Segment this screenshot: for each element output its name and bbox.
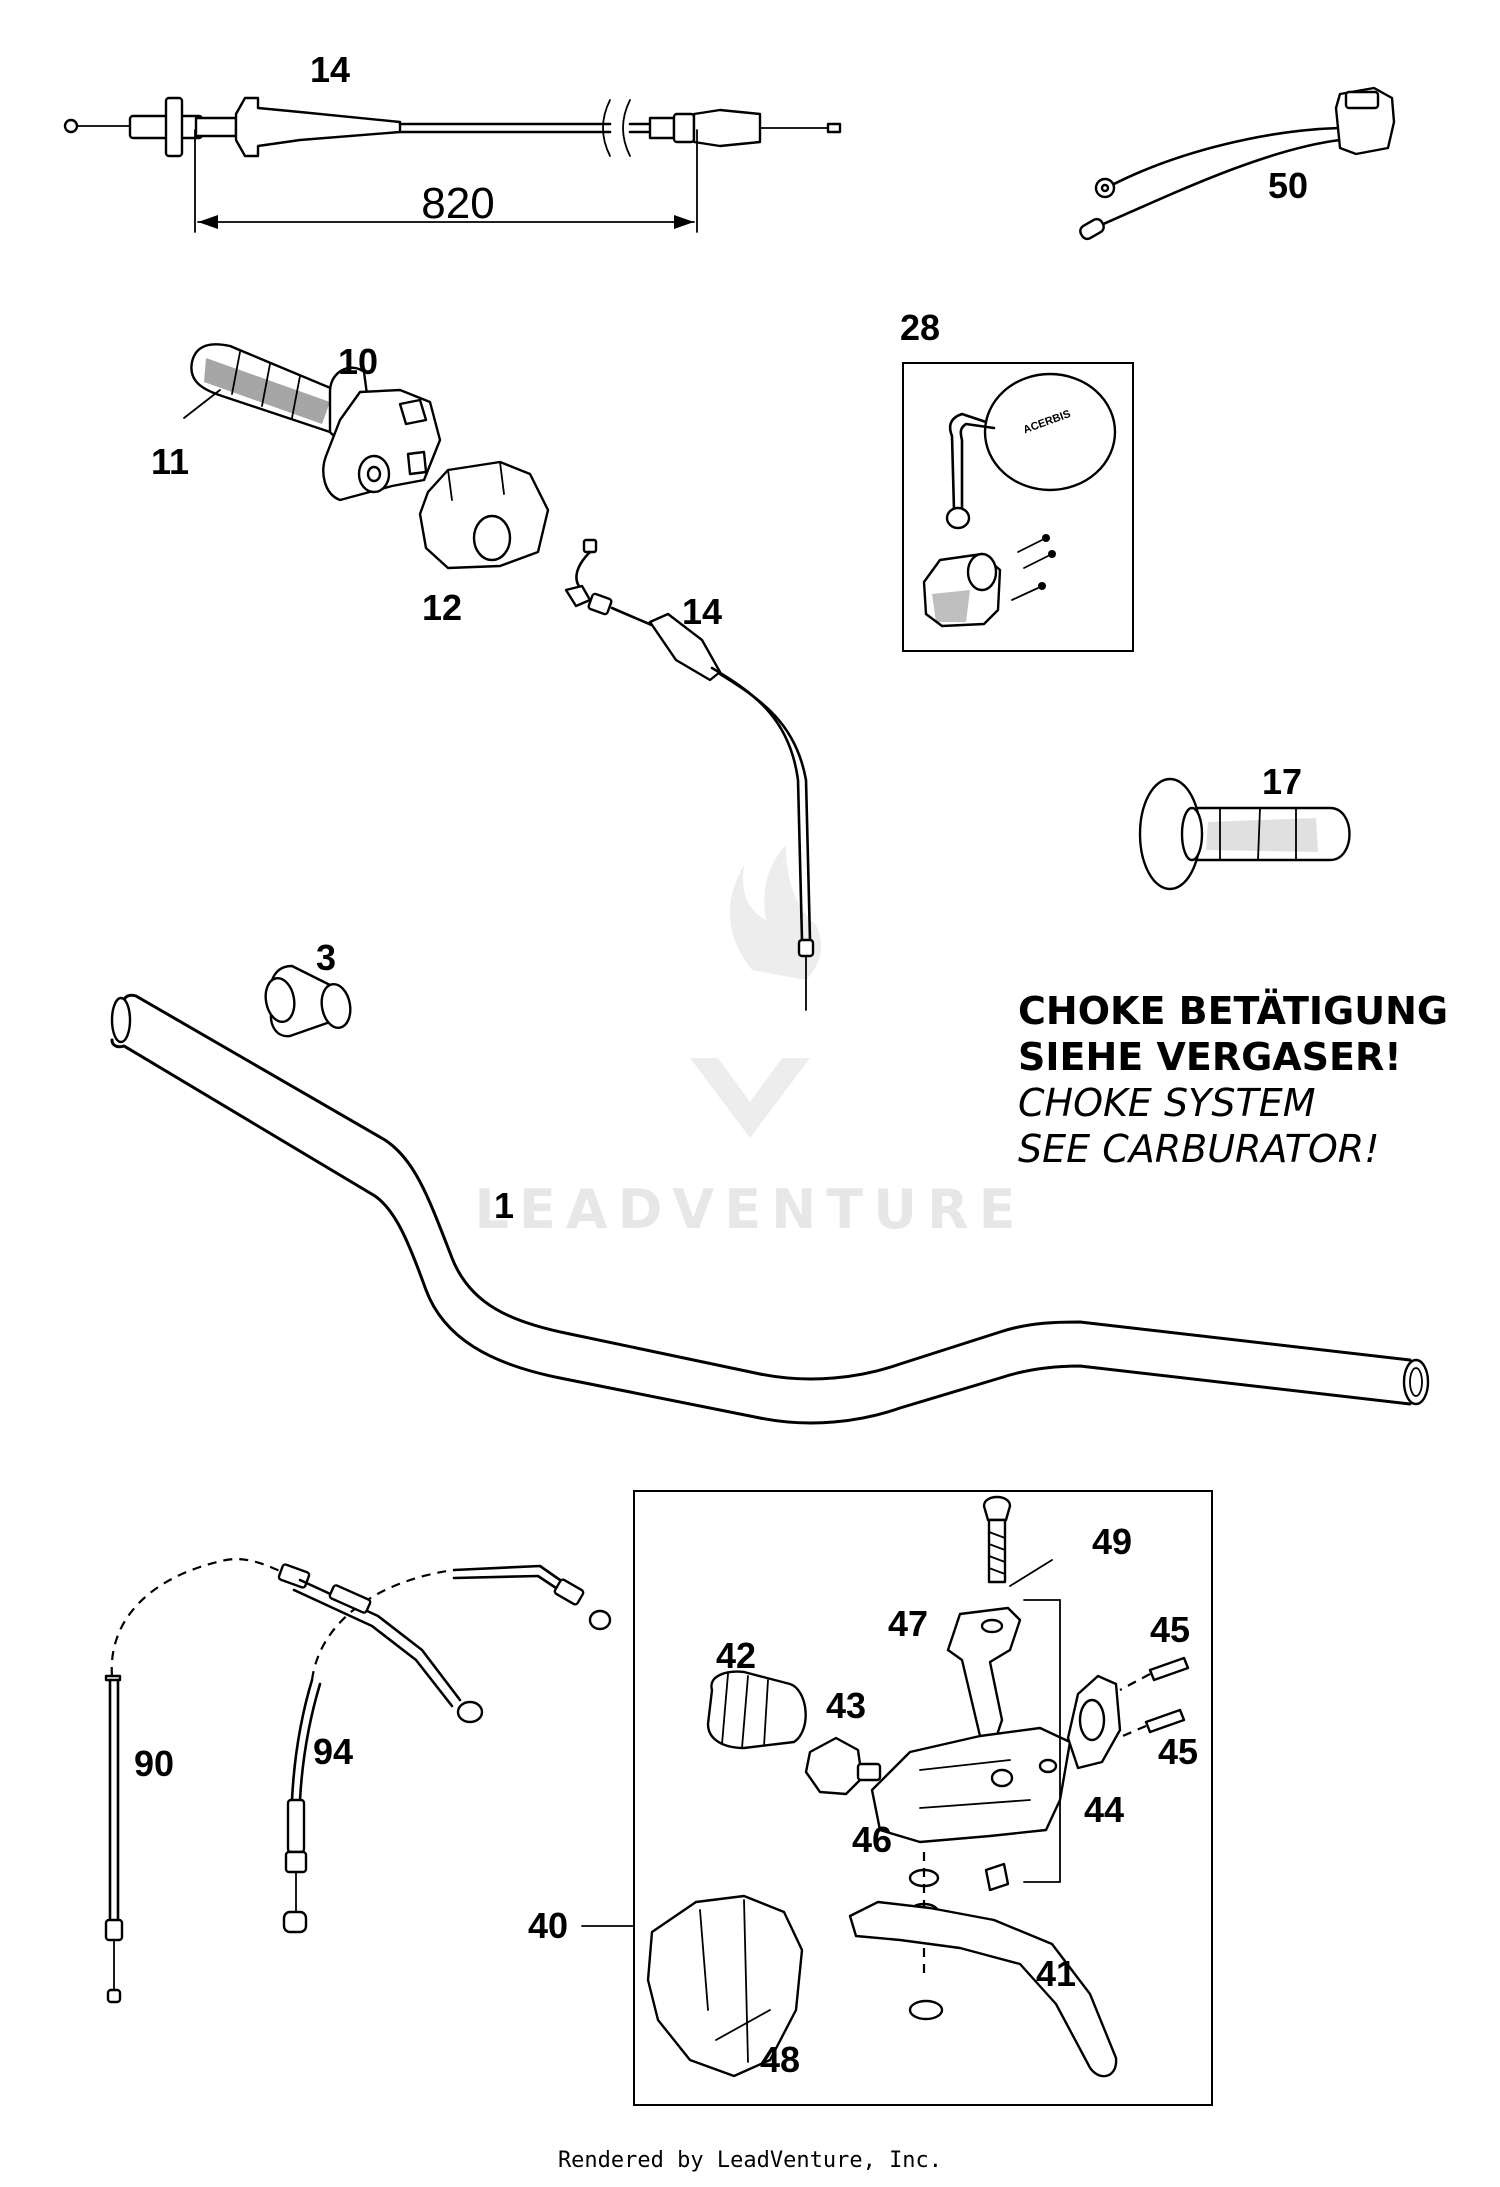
callout-49: 49 (1092, 1521, 1132, 1562)
choke-note-english-line1: CHOKE SYSTEM (1018, 1081, 1316, 1125)
callout-44: 44 (1084, 1789, 1124, 1830)
render-credit-footer: Rendered by LeadVenture, Inc. (557, 2148, 943, 2173)
callout-41: 41 (1036, 1953, 1076, 1994)
callout-94: 94 (313, 1731, 353, 1772)
callout-45-lower: 45 (1158, 1731, 1198, 1772)
bar-bushing-drawing (264, 964, 352, 1038)
throttle-grip-drawing (183, 343, 442, 502)
callout-28: 28 (900, 307, 940, 348)
mirror-drawing: ACERBIS (902, 362, 1134, 652)
callout-12: 12 (422, 587, 462, 628)
choke-note-english-line2: SEE CARBURATOR! (1018, 1127, 1380, 1171)
callout-14-mid: 14 (682, 591, 722, 632)
callout-46: 46 (852, 1819, 892, 1860)
throttle-housing-cover-drawing (418, 460, 550, 570)
leadventure-watermark: LEADVENTURE (475, 845, 1026, 1241)
callout-47: 47 (888, 1603, 928, 1644)
callout-14-top: 14 (310, 49, 350, 90)
callout-42: 42 (716, 1635, 756, 1676)
callout-90: 90 (134, 1743, 174, 1784)
callout-40: 40 (528, 1905, 568, 1946)
throttle-cable-dimension-drawing (63, 96, 842, 233)
watermark-text: LEADVENTURE (475, 1178, 1026, 1241)
clutch-lever-assembly-drawing (581, 1490, 1213, 2106)
choke-note: CHOKE BETÄTIGUNG SIEHE VERGASER! CHOKE S… (1018, 988, 1448, 1172)
callout-3: 3 (316, 937, 336, 978)
choke-note-german-line1: CHOKE BETÄTIGUNG (1018, 989, 1449, 1033)
throttle-cable-drawing (564, 538, 815, 1011)
callout-17: 17 (1262, 761, 1302, 802)
choke-note-german-line2: SIEHE VERGASER! (1018, 1035, 1402, 1079)
cable-90-drawing (104, 1558, 283, 2004)
cable-94-drawing (277, 1563, 612, 1934)
callout-48: 48 (760, 2039, 800, 2080)
callout-45-upper: 45 (1150, 1609, 1190, 1650)
callout-11: 11 (151, 441, 189, 482)
callout-1: 1 (494, 1185, 514, 1226)
dimension-820: 820 (421, 179, 494, 228)
kill-switch-drawing (1079, 86, 1396, 241)
left-grip-drawing (1138, 777, 1351, 891)
callout-50: 50 (1268, 165, 1308, 206)
callout-10: 10 (338, 341, 378, 382)
handlebar-drawing (110, 993, 1430, 1425)
callout-43: 43 (826, 1685, 866, 1726)
